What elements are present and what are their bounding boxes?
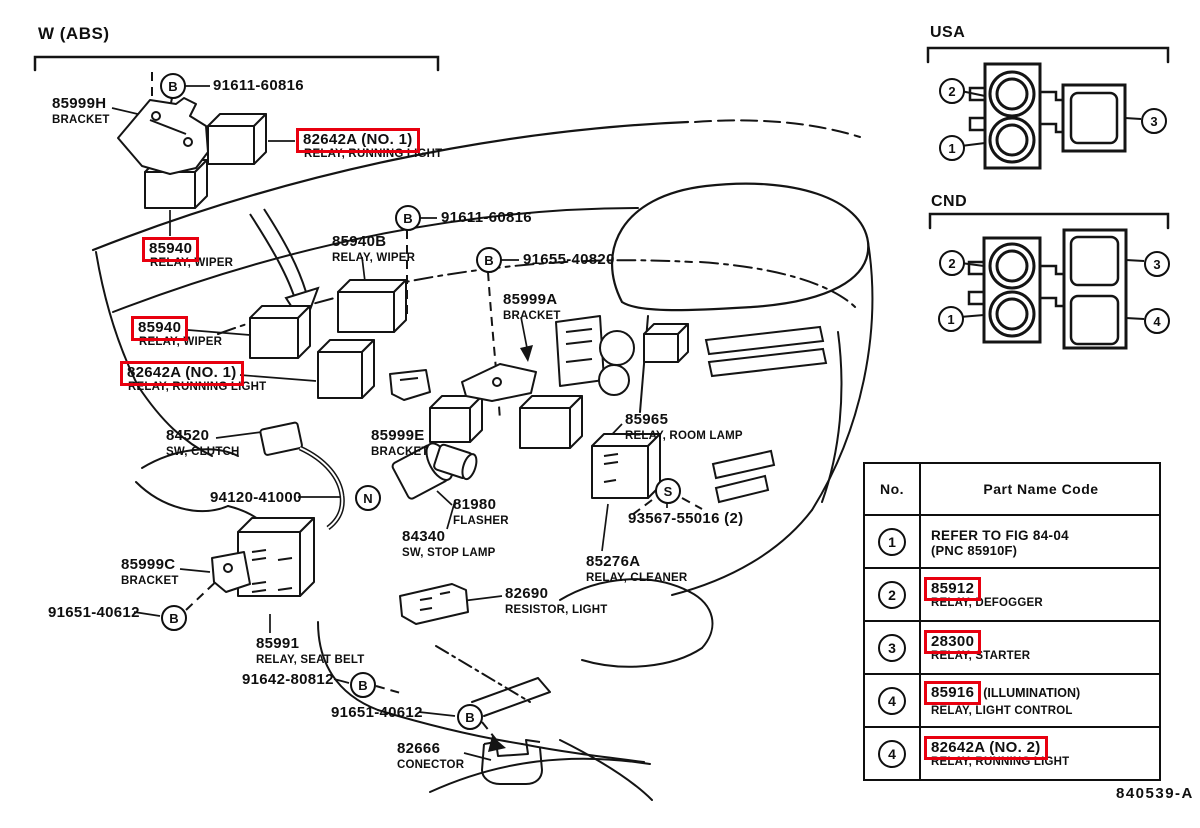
fastener-marker-b: B bbox=[395, 205, 421, 231]
callout-82690: 82690 RESISTOR, LIGHT bbox=[505, 585, 608, 616]
part-code-suffix: (ILLUMINATION) bbox=[983, 686, 1081, 700]
part-code-85912: 85912 bbox=[924, 577, 982, 601]
callout-85991: 85991 RELAY, SEAT BELT bbox=[256, 635, 365, 666]
col-header-no: No. bbox=[863, 462, 921, 516]
table-row-4: 4 85916(ILLUMINATION) RELAY, LIGHT CONTR… bbox=[863, 673, 1161, 728]
fastener-code: 91651-40612 bbox=[48, 604, 140, 621]
w-abs-bracket-line bbox=[33, 55, 440, 72]
fastener-marker-b: B bbox=[457, 704, 483, 730]
fastener-code: 94120-41000 bbox=[210, 489, 302, 506]
fastener-marker-b: B bbox=[476, 247, 502, 273]
fastener-marker-s: S bbox=[655, 478, 681, 504]
dashboard-outline bbox=[33, 46, 1170, 801]
callout-81980: 81980 FLASHER bbox=[453, 496, 509, 527]
table-header-row: No. Part Name Code bbox=[863, 462, 1161, 516]
cnd-pin-2: 2 bbox=[939, 250, 965, 276]
cnd-pin-1: 1 bbox=[938, 306, 964, 332]
fastener-code: 91611-60816 bbox=[213, 77, 304, 94]
table-row-1: 1 REFER TO FIG 84-04 (PNC 85910F) bbox=[863, 514, 1161, 569]
row-number-badge: 1 bbox=[878, 527, 906, 556]
fastener-code: 91642-80812 bbox=[242, 671, 334, 688]
callout-84340: 84340 SW, STOP LAMP bbox=[402, 528, 496, 559]
fastener-marker-n: N bbox=[355, 485, 381, 511]
callout-85999c: 85999C BRACKET bbox=[121, 556, 179, 587]
callout-85999a: 85999A BRACKET bbox=[503, 291, 561, 322]
relay-terminal-marks bbox=[251, 453, 619, 593]
callout-85940-lower: 85940 RELAY, WIPER bbox=[131, 316, 222, 349]
brackets-and-parts bbox=[117, 97, 689, 785]
part-code-28300: 28300 bbox=[924, 630, 982, 654]
usa-pin-1: 1 bbox=[939, 135, 965, 161]
usa-connector-drawing bbox=[960, 62, 1142, 170]
dashed-leader-lines bbox=[151, 72, 703, 743]
parts-table: No. Part Name Code 1 REFER TO FIG 84-04 … bbox=[863, 462, 1161, 781]
callout-82666: 82666 CONECTOR bbox=[397, 740, 465, 771]
cnd-bracket-line bbox=[928, 212, 1170, 230]
fastener-marker-b: B bbox=[350, 672, 376, 698]
callout-85999e: 85999E BRACKET bbox=[371, 427, 429, 458]
part-code-85916: 85916 bbox=[924, 681, 982, 705]
callout-82642a-no1-top: 82642A (NO. 1) RELAY, RUNNING LIGHT bbox=[296, 128, 442, 161]
callout-85999h: 85999H BRACKET bbox=[52, 95, 110, 126]
usa-bracket-line bbox=[926, 46, 1170, 64]
callout-84520: 84520 SW, CLUTCH bbox=[166, 427, 240, 458]
fastener-code: 93567-55016 (2) bbox=[628, 510, 744, 527]
callout-82642a-no1-lower: 82642A (NO. 1) RELAY, RUNNING LIGHT bbox=[120, 361, 266, 394]
row-number-badge: 2 bbox=[878, 580, 906, 609]
cnd-pin-4: 4 bbox=[1144, 308, 1170, 334]
part-ref-line2: (PNC 85910F) bbox=[931, 542, 1018, 558]
table-row-2: 2 85912 RELAY, DEFOGGER bbox=[863, 567, 1161, 622]
fastener-marker-b: B bbox=[160, 73, 186, 99]
row-number-badge: 4 bbox=[878, 739, 906, 768]
group-title-w-abs: W (ABS) bbox=[38, 24, 110, 43]
table-row-5: 4 82642A (NO. 2) RELAY, RUNNING LIGHT bbox=[863, 726, 1161, 781]
callout-85940b: 85940B RELAY, WIPER bbox=[332, 233, 416, 264]
fastener-code: 91611-60816 bbox=[441, 209, 532, 226]
row-number-badge: 3 bbox=[878, 633, 906, 662]
cnd-inset-title: CND bbox=[931, 193, 968, 210]
usa-pin-2: 2 bbox=[939, 78, 965, 104]
relay-boxes bbox=[144, 113, 661, 597]
row-number-badge: 4 bbox=[878, 686, 906, 715]
callout-85940-top: 85940 RELAY, WIPER bbox=[142, 237, 233, 270]
figure-number: 840539-A bbox=[1116, 785, 1194, 802]
cnd-connector-drawing bbox=[959, 228, 1145, 350]
fastener-marker-b: B bbox=[161, 605, 187, 631]
fastener-code: 91651-40612 bbox=[331, 704, 423, 721]
callout-85965: 85965 RELAY, ROOM LAMP bbox=[625, 411, 743, 442]
bracket-arrowhead bbox=[520, 345, 533, 362]
part-ref-line1: REFER TO FIG 84-04 bbox=[931, 527, 1069, 543]
fastener-code: 91655-40820 bbox=[523, 251, 615, 268]
usa-inset-title: USA bbox=[930, 24, 966, 41]
part-code-82642a-no2: 82642A (NO. 2) bbox=[924, 736, 1048, 760]
part-name: RELAY, LIGHT CONTROL bbox=[931, 705, 1073, 717]
table-row-3: 3 28300 RELAY, STARTER bbox=[863, 620, 1161, 675]
col-header-part-name-code: Part Name Code bbox=[919, 462, 1161, 516]
callout-85276a: 85276A RELAY, CLEANER bbox=[586, 553, 688, 584]
cnd-pin-3: 3 bbox=[1144, 251, 1170, 277]
usa-pin-3: 3 bbox=[1141, 108, 1167, 134]
